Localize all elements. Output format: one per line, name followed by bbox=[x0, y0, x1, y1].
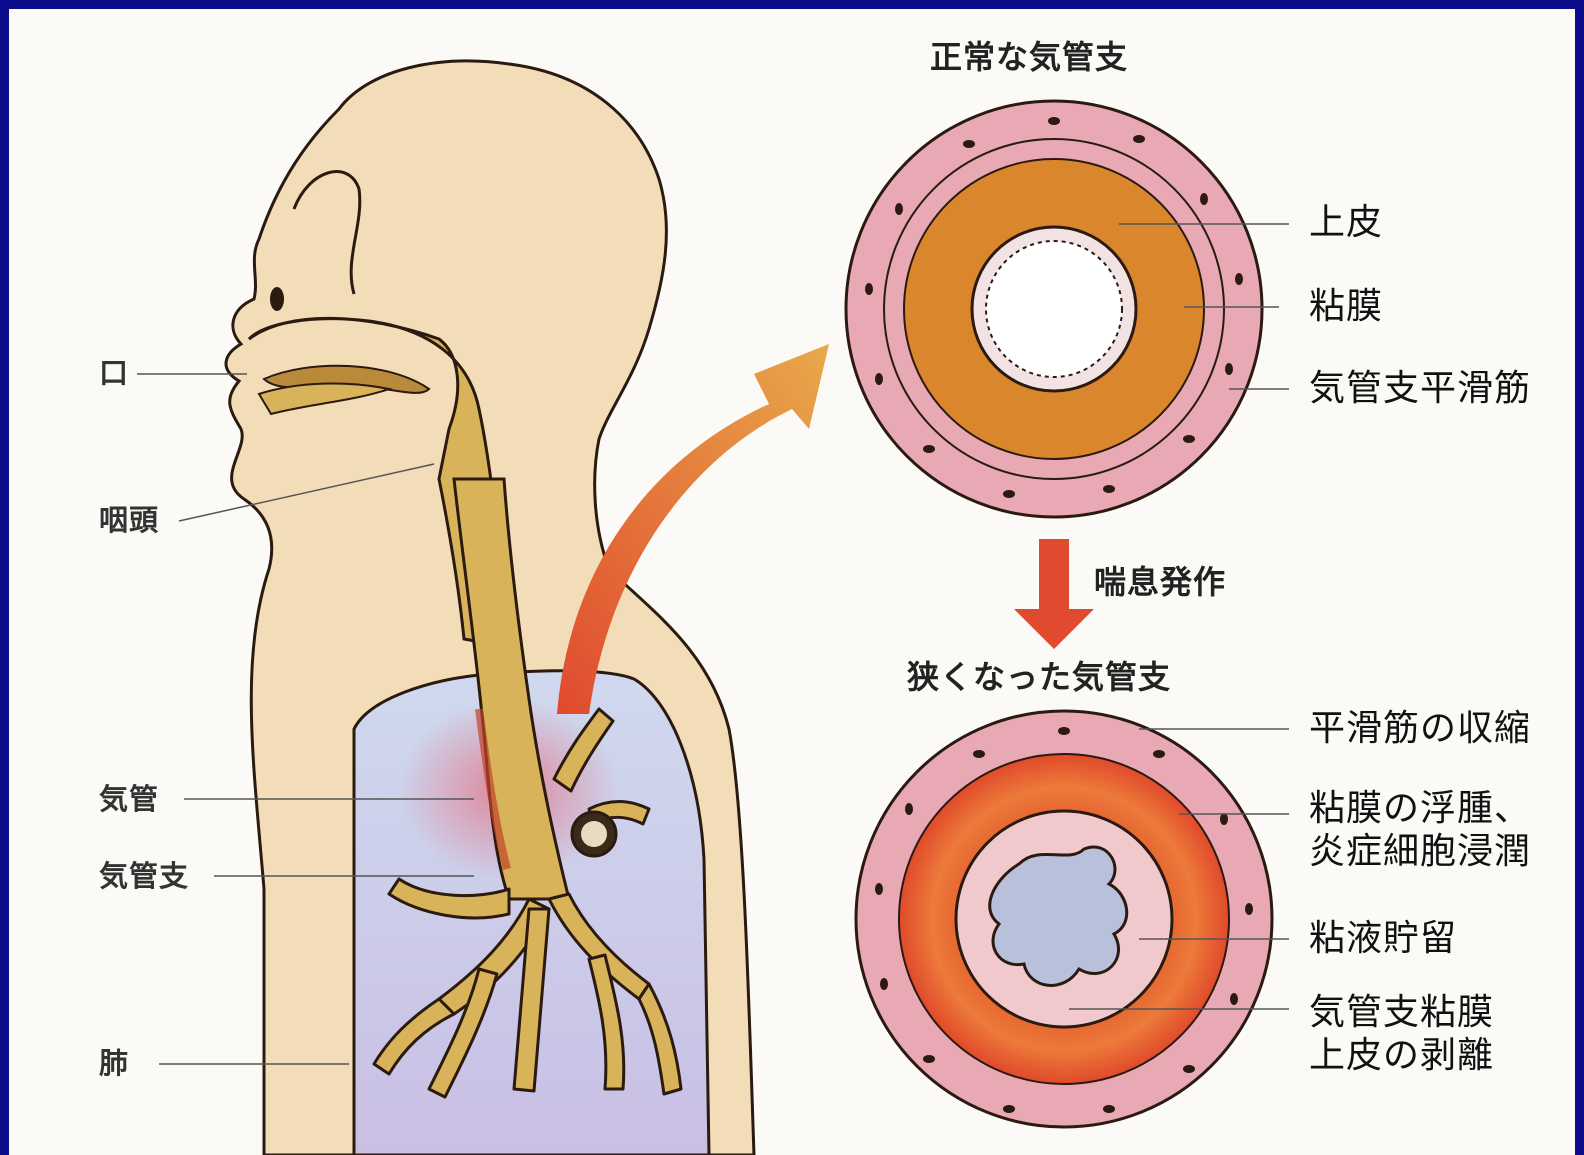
label-mucosa: 粘膜 bbox=[1309, 289, 1383, 325]
label-lung: 肺 bbox=[99, 1049, 129, 1078]
normal-bronchus-title: 正常な気管支 bbox=[930, 41, 1128, 73]
label-smooth-muscle: 気管支平滑筋 bbox=[1309, 371, 1531, 407]
attack-arrow bbox=[1014, 539, 1094, 649]
label-edema-line1: 粘膜の浮腫、 bbox=[1309, 787, 1531, 830]
label-contraction: 平滑筋の収縮 bbox=[1309, 711, 1531, 747]
normal-bronchus-diagram bbox=[846, 101, 1262, 517]
label-edema: 粘膜の浮腫、 炎症細胞浸潤 bbox=[1309, 787, 1531, 873]
narrowed-bronchus-title: 狭くなった気管支 bbox=[907, 661, 1171, 693]
label-edema-line2: 炎症細胞浸潤 bbox=[1309, 830, 1531, 873]
label-shedding-line2: 上皮の剥離 bbox=[1309, 1034, 1494, 1077]
asthma-attack-label: 喘息発作 bbox=[1094, 566, 1226, 598]
label-epithelium: 上皮 bbox=[1309, 205, 1383, 241]
label-mucus: 粘液貯留 bbox=[1309, 921, 1457, 957]
label-trachea: 気管 bbox=[99, 785, 159, 814]
label-shedding: 気管支粘膜 上皮の剥離 bbox=[1309, 991, 1494, 1077]
narrowed-bronchus-diagram bbox=[856, 711, 1272, 1127]
anatomy-illustration bbox=[9, 9, 1575, 1155]
label-mouth: 口 bbox=[99, 359, 129, 388]
label-pharynx: 咽頭 bbox=[99, 506, 159, 535]
diagram-frame: 正常な気管支 喘息発作 狭くなった気管支 口 咽頭 気管 気管支 肺 上皮 粘膜… bbox=[9, 9, 1575, 1155]
label-shedding-line1: 気管支粘膜 bbox=[1309, 991, 1494, 1034]
label-bronchus: 気管支 bbox=[99, 862, 189, 891]
